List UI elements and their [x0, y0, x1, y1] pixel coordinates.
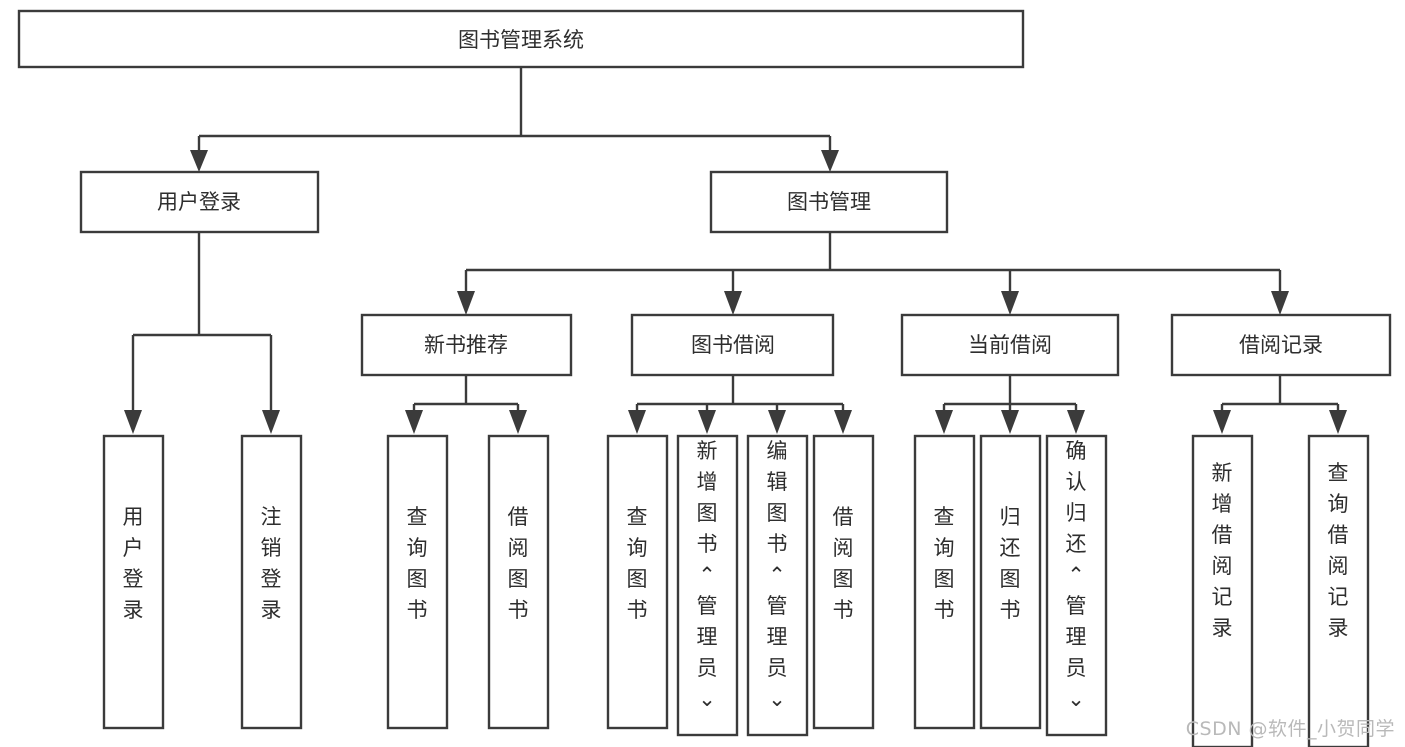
- node-user-login[interactable]: 用户登录: [79, 170, 320, 234]
- node-new-book-recommend-box[interactable]: [360, 313, 573, 377]
- node-borrow-record-box[interactable]: [1170, 313, 1392, 377]
- node-current-borrow[interactable]: 当前借阅: [900, 313, 1120, 377]
- connector-layer: [124, 67, 1347, 434]
- arrow-book-borrow-leaf-4: [834, 410, 852, 434]
- leaf-borrow-record-1[interactable]: 新增借阅记录: [1191, 434, 1254, 747]
- leaf-user-login-2-label: 注销登录: [261, 505, 282, 622]
- arrow-current-borrow-leaf-2: [1001, 410, 1019, 434]
- node-book-borrow-box[interactable]: [630, 313, 835, 377]
- node-current-borrow-box[interactable]: [900, 313, 1120, 377]
- leaf-user-login-2-box[interactable]: [240, 434, 303, 730]
- leaf-current-borrow-3-box[interactable]: [1045, 434, 1108, 737]
- node-book-borrow[interactable]: 图书借阅: [630, 313, 835, 377]
- leaf-book-borrow-1-label: 查询图书: [627, 505, 648, 622]
- leaf-book-borrow-3-box[interactable]: [746, 434, 809, 737]
- node-user-login-label: 用户登录: [157, 190, 241, 214]
- arrow-to-book-borrow: [724, 291, 742, 315]
- leaf-user-login-1[interactable]: 用户登录: [102, 434, 165, 730]
- leaf-book-borrow-2-box[interactable]: [676, 434, 739, 737]
- arrow-root-to-book-manage: [821, 150, 839, 172]
- leaf-book-borrow-2[interactable]: 新增图书⌃管理员⌄: [676, 434, 739, 737]
- arrow-new-book-leaf-1: [405, 410, 423, 434]
- leaf-book-borrow-1[interactable]: 查询图书: [606, 434, 669, 730]
- node-current-borrow-label: 当前借阅: [968, 333, 1052, 357]
- leaf-book-borrow-3[interactable]: 编辑图书⌃管理员⌄: [746, 434, 809, 737]
- leaf-borrow-record-2[interactable]: 查询借阅记录: [1307, 434, 1370, 747]
- leaf-new-book-2-box[interactable]: [487, 434, 550, 730]
- arrow-user-login-leaf-1: [124, 410, 142, 434]
- arrow-to-new-book: [457, 291, 475, 315]
- arrow-borrow-record-leaf-2: [1329, 410, 1347, 434]
- leaf-borrow-record-2-box[interactable]: [1307, 434, 1370, 747]
- arrow-book-borrow-leaf-2: [698, 410, 716, 434]
- leaf-borrow-record-2-label: 查询借阅记录: [1328, 461, 1349, 640]
- node-book-management-label: 图书管理: [787, 190, 871, 214]
- leaf-current-borrow-1[interactable]: 查询图书: [913, 434, 976, 730]
- leaf-new-book-2-label: 借阅图书: [508, 505, 529, 622]
- node-borrow-record[interactable]: 借阅记录: [1170, 313, 1392, 377]
- node-borrow-record-label: 借阅记录: [1239, 333, 1323, 357]
- leaf-current-borrow-1-box[interactable]: [913, 434, 976, 730]
- node-new-book-recommend-label: 新书推荐: [424, 333, 508, 357]
- leaf-book-borrow-4[interactable]: 借阅图书: [812, 434, 875, 730]
- node-new-book-recommend[interactable]: 新书推荐: [360, 313, 573, 377]
- leaf-current-borrow-2-box[interactable]: [979, 434, 1042, 730]
- leaf-new-book-1[interactable]: 查询图书: [386, 434, 449, 730]
- node-root-book-management-system[interactable]: 图书管理系统: [17, 9, 1025, 69]
- arrow-current-borrow-leaf-1: [935, 410, 953, 434]
- leaf-user-login-1-label: 用户登录: [123, 505, 144, 622]
- leaf-current-borrow-3-label: 确认归还⌃管理员⌄: [1066, 439, 1087, 711]
- arrow-root-to-user-login: [190, 150, 208, 172]
- leaf-new-book-1-box[interactable]: [386, 434, 449, 730]
- leaf-book-borrow-3-label: 编辑图书⌃管理员⌄: [767, 439, 788, 711]
- leaf-book-borrow-4-label: 借阅图书: [833, 505, 854, 622]
- leaf-borrow-record-1-label: 新增借阅记录: [1212, 461, 1233, 640]
- arrow-user-login-leaf-2: [262, 410, 280, 434]
- node-root-label: 图书管理系统: [458, 28, 584, 52]
- leaf-borrow-record-1-box[interactable]: [1191, 434, 1254, 747]
- leaf-new-book-2[interactable]: 借阅图书: [487, 434, 550, 730]
- leaf-current-borrow-2-label: 归还图书: [1000, 505, 1021, 622]
- arrow-book-borrow-leaf-1: [628, 410, 646, 434]
- node-root-box[interactable]: [17, 9, 1025, 69]
- node-book-management-box[interactable]: [709, 170, 949, 234]
- leaf-current-borrow-1-label: 查询图书: [934, 505, 955, 622]
- arrow-borrow-record-leaf-1: [1213, 410, 1231, 434]
- arrow-book-borrow-leaf-3: [768, 410, 786, 434]
- leaf-current-borrow-3[interactable]: 确认归还⌃管理员⌄: [1045, 434, 1108, 737]
- leaf-user-login-1-box[interactable]: [102, 434, 165, 730]
- leaf-new-book-1-label: 查询图书: [407, 505, 428, 622]
- node-book-management[interactable]: 图书管理: [709, 170, 949, 234]
- node-book-borrow-label: 图书借阅: [691, 333, 775, 357]
- arrow-to-borrow-record: [1271, 291, 1289, 315]
- node-user-login-box[interactable]: [79, 170, 320, 234]
- leaf-book-borrow-1-box[interactable]: [606, 434, 669, 730]
- leaf-book-borrow-4-box[interactable]: [812, 434, 875, 730]
- leaf-current-borrow-2[interactable]: 归还图书: [979, 434, 1042, 730]
- leaf-book-borrow-2-label: 新增图书⌃管理员⌄: [697, 439, 718, 711]
- leaf-user-login-2[interactable]: 注销登录: [240, 434, 303, 730]
- arrow-to-current-borrow: [1001, 291, 1019, 315]
- arrow-current-borrow-leaf-3: [1067, 410, 1085, 434]
- arrow-new-book-leaf-2: [509, 410, 527, 434]
